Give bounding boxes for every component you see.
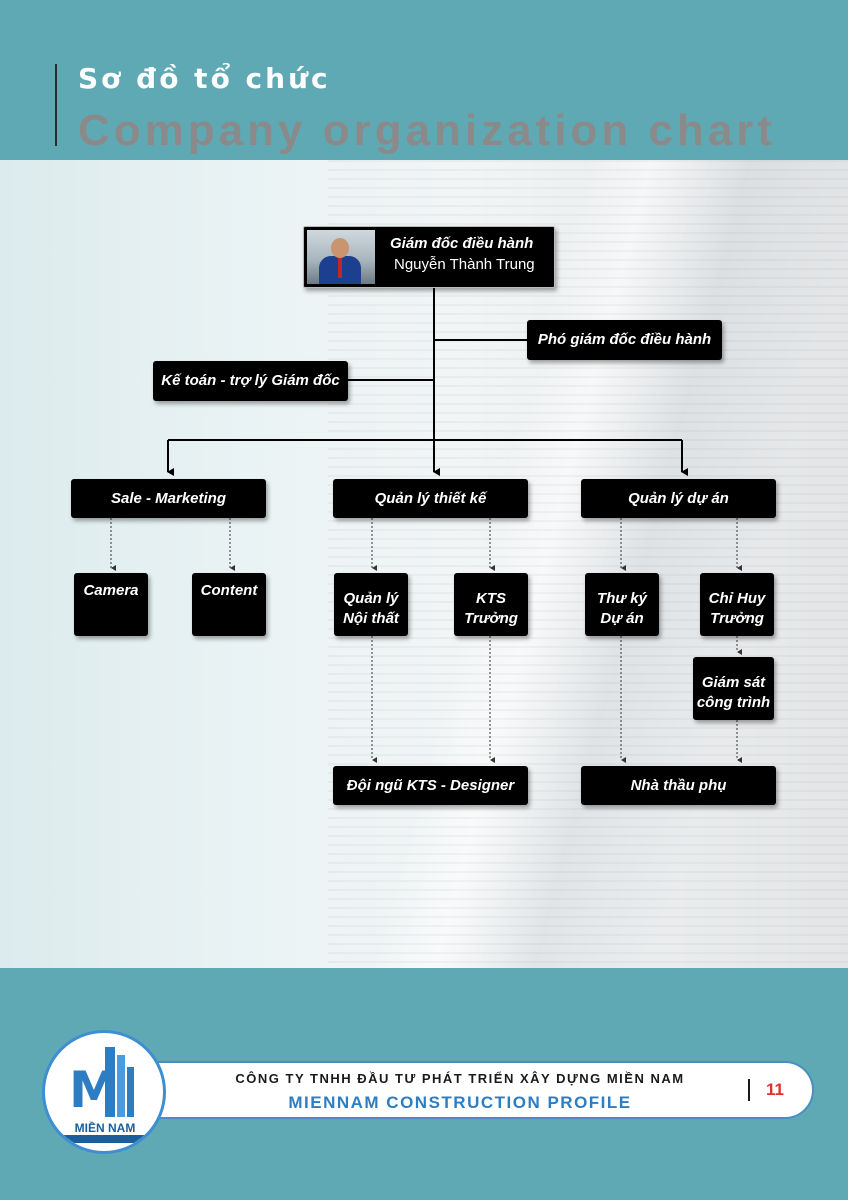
unit-chief-architect-line2: Trưởng bbox=[464, 609, 518, 627]
unit-chief-architect-line1: KTS bbox=[476, 589, 506, 607]
unit-interior: Quản lý Nội thất bbox=[334, 573, 408, 636]
unit-commander-line1: Chỉ Huy bbox=[708, 589, 766, 607]
logo-tower-2 bbox=[117, 1055, 125, 1117]
unit-secretary-line2: Dự án bbox=[600, 609, 644, 627]
ceo-head bbox=[331, 238, 349, 258]
unit-design-team: Đội ngũ KTS - Designer bbox=[333, 766, 528, 805]
unit-interior-line2: Nội thất bbox=[343, 609, 399, 627]
dept-project: Quản lý dự án bbox=[581, 479, 776, 518]
building-m-logo-icon: M MIỀN NAM bbox=[42, 1030, 166, 1154]
header-divider bbox=[55, 64, 57, 146]
logo-construction-strip bbox=[63, 1135, 149, 1143]
dept-design: Quản lý thiết kế bbox=[333, 479, 528, 518]
ceo-box: Giám đốc điều hành Nguyễn Thành Trung bbox=[303, 226, 555, 288]
chart-area bbox=[0, 160, 848, 968]
unit-chief-architect: KTS Trưởng bbox=[454, 573, 528, 636]
accountant-box: Kế toán - trợ lý Giám đốc bbox=[153, 361, 348, 401]
unit-camera: Camera bbox=[74, 573, 148, 636]
unit-secretary: Thư ký Dự án bbox=[585, 573, 659, 636]
background-building-image bbox=[260, 160, 848, 968]
company-profile: MIENNAM CONSTRUCTION PROFILE bbox=[288, 1093, 632, 1112]
page-title-en: Company organization chart bbox=[78, 106, 777, 155]
unit-supervisor-line1: Giám sát bbox=[701, 673, 766, 691]
unit-interior-line1: Quản lý bbox=[343, 589, 399, 607]
page-header: Sơ đồ tổ chức Company organization chart bbox=[0, 0, 848, 160]
unit-subcontractor: Nhà thầu phụ bbox=[581, 766, 776, 805]
deputy-box: Phó giám đốc điều hành bbox=[527, 320, 722, 360]
unit-supervisor: Giám sát công trình bbox=[693, 657, 774, 720]
ceo-name: Nguyễn Thành Trung bbox=[394, 256, 535, 273]
unit-secretary-line1: Thư ký bbox=[597, 589, 647, 607]
ceo-title: Giám đốc điều hành bbox=[390, 235, 534, 252]
unit-supervisor-line2: công trình bbox=[696, 693, 771, 711]
page-number-divider bbox=[748, 1079, 750, 1101]
unit-content: Content bbox=[192, 573, 266, 636]
background-facade-texture bbox=[328, 160, 848, 968]
logo-tower-3 bbox=[127, 1067, 134, 1117]
unit-commander-line2: Trưởng bbox=[710, 609, 764, 627]
company-name: CÔNG TY TNHH ĐẦU TƯ PHÁT TRIỂN XÂY DỰNG … bbox=[235, 1071, 685, 1086]
dept-sales: Sale - Marketing bbox=[71, 479, 266, 518]
logo-text: MIỀN NAM bbox=[74, 1121, 136, 1135]
ceo-photo bbox=[307, 230, 375, 284]
ceo-tie bbox=[338, 258, 342, 278]
page-number: 11 bbox=[766, 1080, 784, 1099]
page-title-vi: Sơ đồ tổ chức bbox=[78, 62, 331, 95]
unit-commander: Chỉ Huy Trưởng bbox=[700, 573, 774, 636]
logo-tower-1 bbox=[105, 1047, 115, 1117]
logo-letter-m: M bbox=[69, 1061, 119, 1119]
